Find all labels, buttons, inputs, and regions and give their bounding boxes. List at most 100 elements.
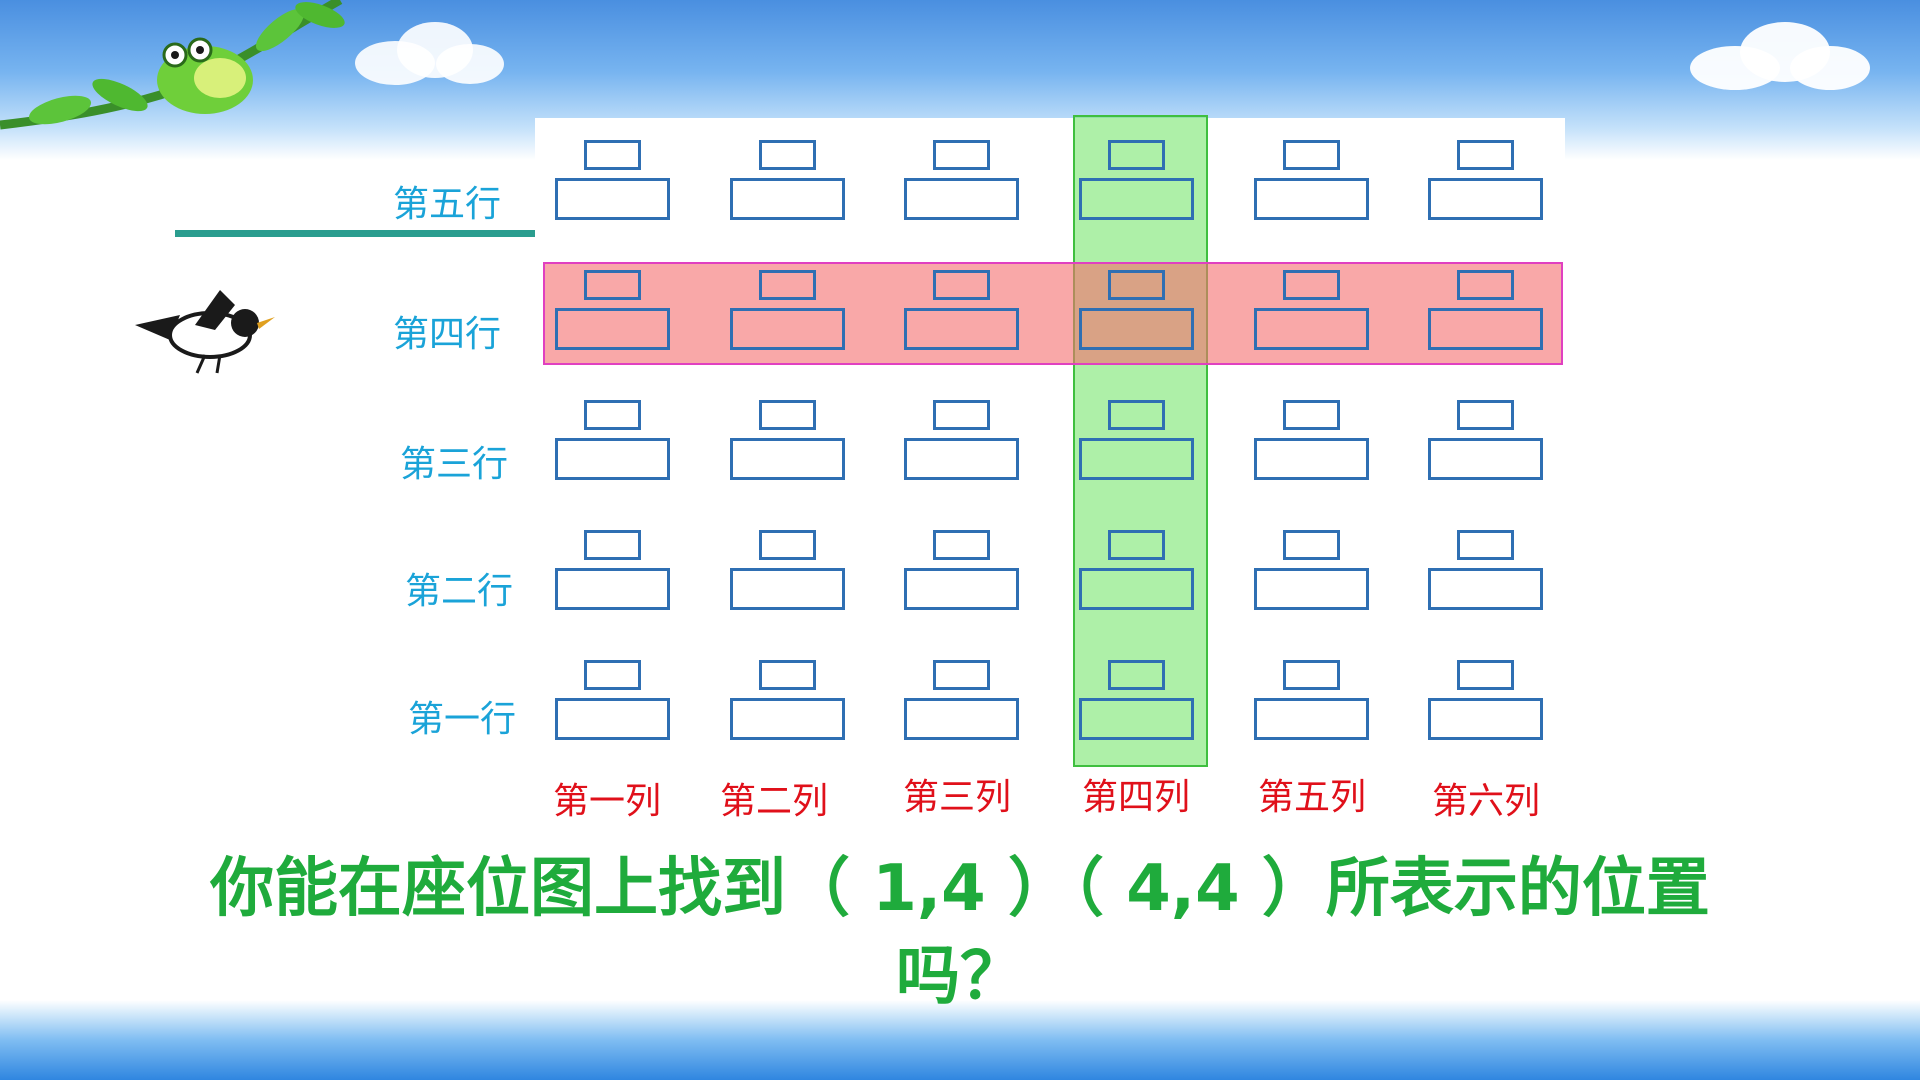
seat	[555, 270, 670, 350]
seat-desk	[904, 698, 1019, 740]
seat	[904, 530, 1019, 610]
seat-back	[759, 660, 816, 690]
column-label-4: 第四列	[1082, 777, 1191, 818]
seat	[1079, 660, 1194, 740]
seat	[555, 530, 670, 610]
question-line-1: 你能在座位图上找到（ 1,4 ）（ 4,4 ）所表示的位置	[210, 852, 1710, 926]
seat-back	[759, 270, 816, 300]
seat	[1254, 270, 1369, 350]
seat	[1428, 270, 1543, 350]
seat	[1079, 140, 1194, 220]
seat-desk	[904, 568, 1019, 610]
seat-desk	[904, 178, 1019, 220]
seat-desk	[555, 178, 670, 220]
seat-back	[933, 270, 990, 300]
seat-desk	[555, 568, 670, 610]
seat-desk	[1254, 438, 1369, 480]
seat-back	[1283, 530, 1340, 560]
seat-desk	[1428, 438, 1543, 480]
seat-back	[933, 660, 990, 690]
seat-desk	[1428, 308, 1543, 350]
decorative-line	[175, 230, 535, 237]
seat-desk	[730, 308, 845, 350]
seat-back	[933, 530, 990, 560]
seat-desk	[1428, 568, 1543, 610]
seat-desk	[1079, 698, 1194, 740]
seat-desk	[730, 438, 845, 480]
row-highlight	[543, 262, 1563, 365]
seat	[1254, 400, 1369, 480]
seat-back	[933, 400, 990, 430]
seat	[730, 140, 845, 220]
seat-back	[1457, 140, 1514, 170]
seat-desk	[904, 438, 1019, 480]
column-label-3: 第三列	[903, 777, 1012, 818]
seat-back	[933, 140, 990, 170]
seat-desk	[730, 698, 845, 740]
seat-back	[1457, 660, 1514, 690]
cloud-left-icon	[355, 22, 504, 85]
seat-back	[1283, 660, 1340, 690]
seat	[1428, 140, 1543, 220]
seat-back	[584, 530, 641, 560]
seat	[1254, 530, 1369, 610]
seat	[1079, 400, 1194, 480]
column-label-2: 第二列	[720, 781, 829, 822]
seat	[730, 270, 845, 350]
seat-back	[584, 270, 641, 300]
seat	[1428, 660, 1543, 740]
seat-back	[1457, 530, 1514, 560]
seat-back	[1457, 270, 1514, 300]
seat-back	[1108, 660, 1165, 690]
column-label-5: 第五列	[1258, 777, 1367, 818]
seat	[1079, 270, 1194, 350]
row-label-5: 第五行	[393, 184, 502, 225]
seat-back	[759, 400, 816, 430]
seat-desk	[555, 308, 670, 350]
seat-desk	[1079, 308, 1194, 350]
seat-desk	[904, 308, 1019, 350]
seat-desk	[1079, 568, 1194, 610]
seat	[555, 400, 670, 480]
column-highlight	[1073, 115, 1208, 767]
seat	[904, 270, 1019, 350]
row-label-2: 第二行	[405, 571, 514, 612]
seat-back	[1108, 140, 1165, 170]
seat	[1428, 400, 1543, 480]
seat-desk	[730, 178, 845, 220]
seat-back	[759, 530, 816, 560]
sky-background-bottom	[0, 1000, 1920, 1080]
seat-desk	[1254, 308, 1369, 350]
seat-desk	[730, 568, 845, 610]
row-label-4: 第四行	[393, 314, 502, 355]
seat	[904, 400, 1019, 480]
seat	[1254, 660, 1369, 740]
seating-chart-panel	[535, 118, 1565, 760]
bird-icon	[135, 290, 275, 374]
column-label-1: 第一列	[553, 781, 662, 822]
cloud-right-icon	[1690, 22, 1870, 90]
seat	[1254, 140, 1369, 220]
seat-desk	[1428, 178, 1543, 220]
seat	[1428, 530, 1543, 610]
question-text: 你能在座位图上找到（ 1,4 ）（ 4,4 ）所表示的位置 吗？	[100, 845, 1820, 1021]
seat-desk	[1254, 698, 1369, 740]
seat	[730, 660, 845, 740]
seat-back	[1283, 400, 1340, 430]
seat	[904, 660, 1019, 740]
seat-back	[584, 660, 641, 690]
seat	[555, 140, 670, 220]
column-label-6: 第六列	[1432, 781, 1541, 822]
seat-desk	[1079, 178, 1194, 220]
seat-back	[584, 140, 641, 170]
seat-back	[759, 140, 816, 170]
seat	[730, 400, 845, 480]
seat-desk	[1254, 178, 1369, 220]
seat-back	[1108, 530, 1165, 560]
seat-back	[1108, 400, 1165, 430]
seat	[555, 660, 670, 740]
seat-back	[1283, 140, 1340, 170]
frog-vine-icon	[0, 0, 345, 130]
seat-desk	[555, 438, 670, 480]
seat	[904, 140, 1019, 220]
